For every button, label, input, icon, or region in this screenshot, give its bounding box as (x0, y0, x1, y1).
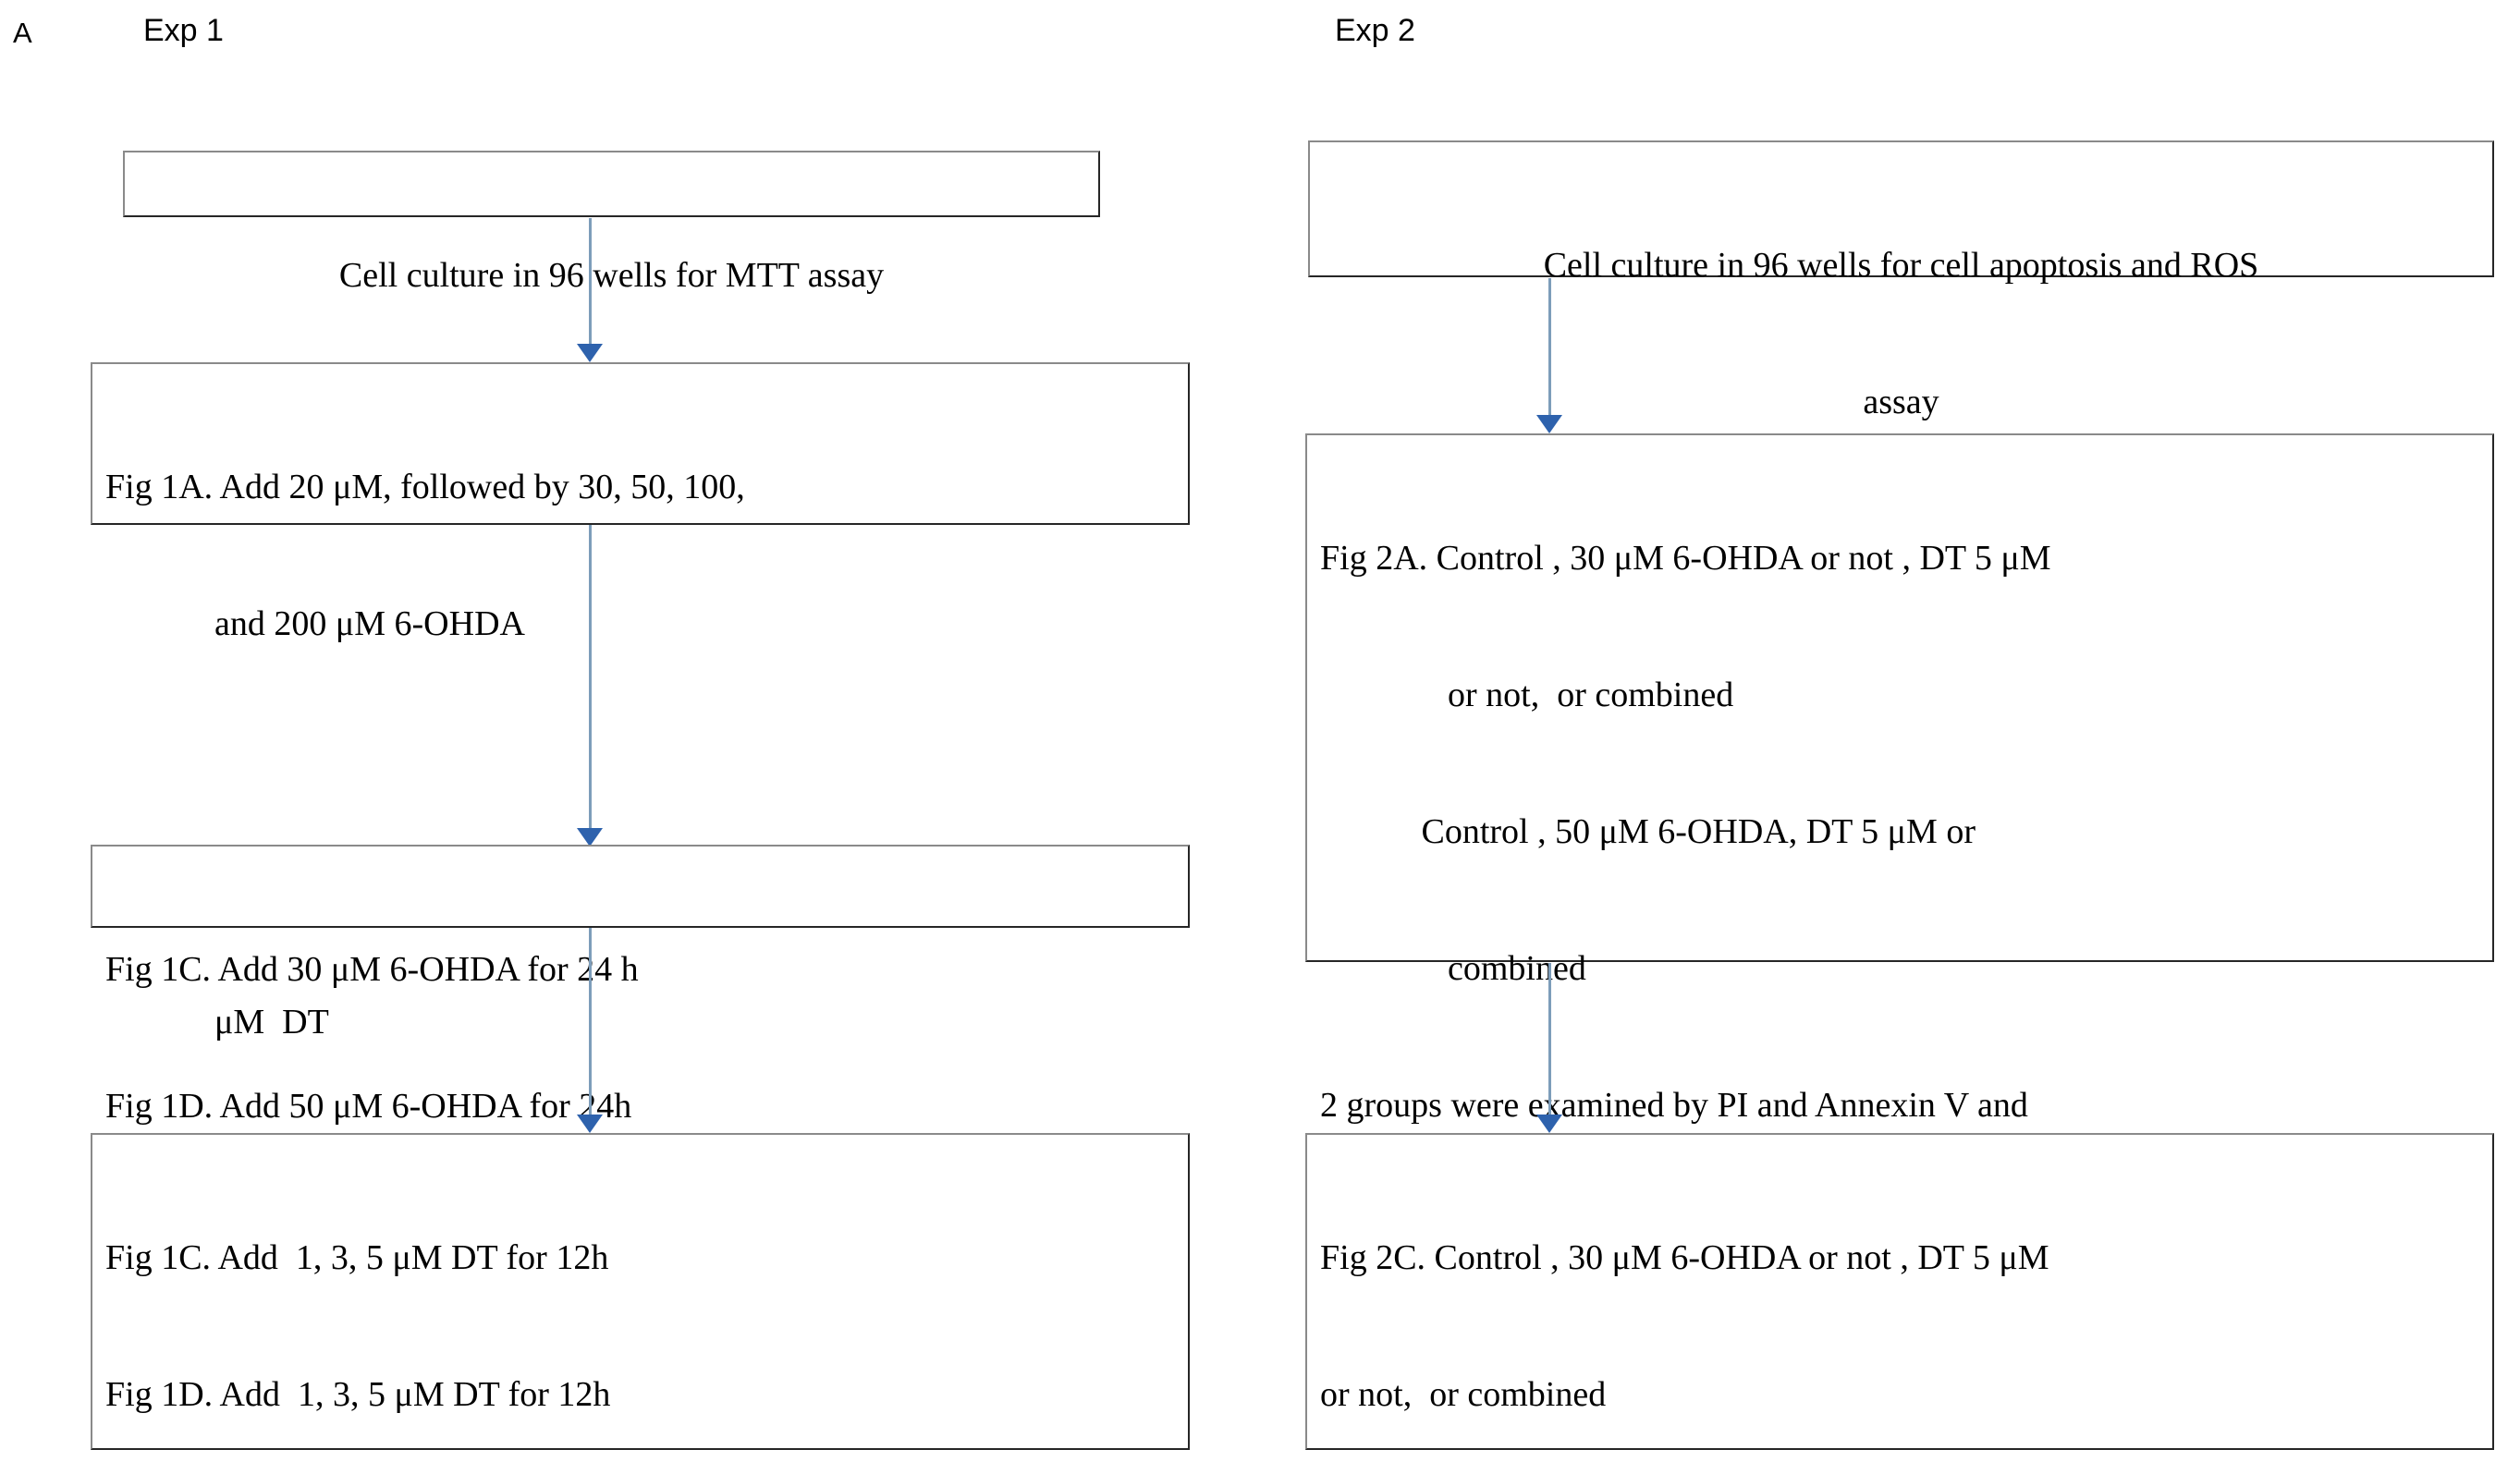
box-text: Fig 1C. Add 1, 3, 5 μM DT for 12h Fig 1D… (105, 1237, 611, 1414)
box-fig-2a-2b-apoptosis-ros: Fig 2A. Control , 30 μM 6-OHDA or not , … (1305, 433, 2494, 1399)
arrow-down-fig1cd-to-dt (573, 928, 606, 1133)
box-text: Cell culture in 96 wells for MTT assay (338, 255, 885, 295)
box-fig-1c-1d-6ohda: Fig 1C. Add 30 μM 6-OHDA for 24 h Fig 1D… (91, 845, 1190, 1126)
box-fig-1c-1d-dt-viability: Fig 1C. Add 1, 3, 5 μM DT for 12h Fig 1D… (91, 1133, 1190, 1450)
box-text: Fig 1C. Add 30 μM 6-OHDA for 24 h Fig 1D… (105, 949, 639, 1126)
box-text: Fig 2C. Control , 30 μM 6-OHDA or not , … (1320, 1237, 2049, 1414)
box-cell-culture-apoptosis-ros: Cell culture in 96 wells for cell apopto… (1308, 140, 2494, 421)
arrow-down-culture-to-fig2ab (1533, 278, 1566, 433)
column-header-exp1: Exp 1 (143, 13, 224, 48)
arrow-down-mtt-to-fig1ab (573, 218, 606, 362)
panel-letter-a: A (13, 17, 32, 49)
box-text: Cell culture in 96 wells for cell apopto… (1543, 245, 2259, 421)
box-cell-culture-mtt: Cell culture in 96 wells for MTT assay (123, 151, 1100, 295)
column-header-exp2: Exp 2 (1335, 13, 1415, 48)
arrow-down-fig1ab-to-fig1cd (573, 525, 606, 847)
arrow-down-fig2ab-to-fig2c (1533, 963, 1566, 1133)
box-fig-1a-1b-dosing: Fig 1A. Add 20 μM, followed by 30, 50, 1… (91, 362, 1190, 1042)
box-fig-2c-western-blot: Fig 2C. Control , 30 μM 6-OHDA or not , … (1305, 1133, 2494, 1450)
